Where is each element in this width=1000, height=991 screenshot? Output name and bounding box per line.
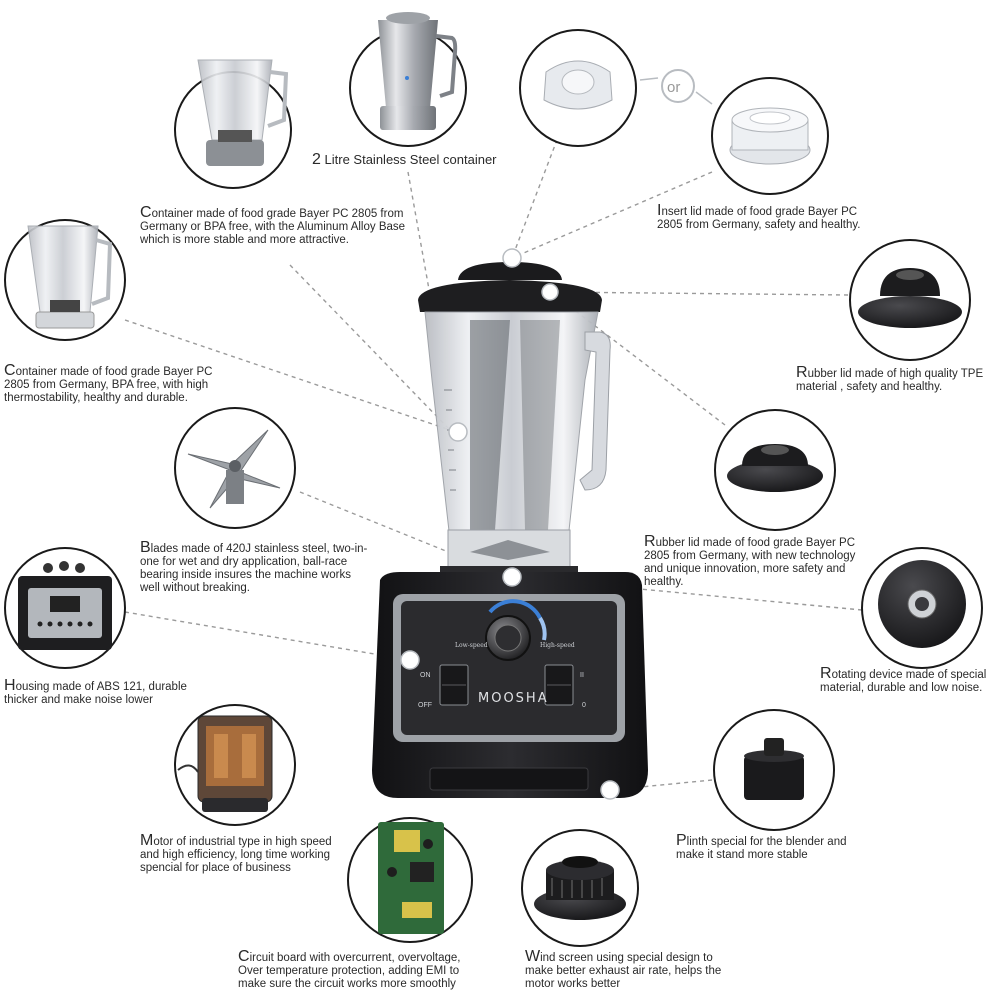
part-blades (174, 407, 296, 529)
caption-container-aluminum: Container made of food grade Bayer PC 28… (140, 204, 406, 247)
part-housing (4, 547, 126, 669)
jar-measure-ticks (444, 389, 456, 491)
leader-line-rotating (511, 576, 863, 611)
caption-plinth: Plinth special for the blender and make … (676, 832, 847, 862)
part-motor (174, 704, 296, 826)
caption-container-bpa: Container made of food grade Bayer PC 28… (4, 362, 213, 405)
leader-line-blades (299, 491, 511, 578)
off-label: OFF (418, 702, 432, 709)
part-container-aluminum (174, 59, 292, 189)
caption-motor: Motor of industrial type in high speed a… (140, 832, 332, 875)
or-badge: or (639, 69, 713, 105)
part-insert-lid (711, 77, 829, 195)
caption-circuit-board: Circuit board with overcurrent, overvolt… (238, 948, 461, 991)
part-insert-lid-alt (519, 29, 637, 147)
callout-dots (400, 248, 620, 800)
speed-arc (488, 599, 547, 641)
part-circuit-board (347, 817, 473, 943)
main-blade-shape (470, 540, 550, 560)
caption-rubber-lid-tpe: Rubber lid made of high quality TPE mate… (796, 364, 984, 394)
leader-line-rubber-tpe (549, 291, 849, 296)
leader-line-container-aluminum (289, 264, 451, 431)
main-jar-inner-shadow-2 (520, 320, 560, 530)
main-jar-inner-shadow (470, 320, 510, 530)
leader-line-plinth (609, 779, 713, 791)
high-speed-label: High-speed (540, 642, 575, 649)
leader-line-container-bpa (124, 319, 451, 431)
speed-knob-cap (494, 624, 522, 652)
main-lid (458, 262, 562, 280)
caption-blades: Blades made of 420J stainless steel, two… (140, 539, 368, 595)
main-base-vent (429, 767, 589, 791)
part-stainless-container (349, 12, 467, 147)
caption-wind-screen: Wind screen using special design to make… (525, 948, 722, 991)
blender-main: Low-speed High-speed ON OFF II 0 MOOSHA (372, 248, 648, 800)
brand-logo: MOOSHA (478, 691, 549, 706)
leader-line-housing (124, 611, 411, 661)
caption-insert-lid: Insert lid made of food grade Bayer PC 2… (657, 202, 861, 232)
caption-rubber-lid-bayer: Rubber lid made of food grade Bayer PC 2… (644, 533, 856, 589)
part-rotating-device (861, 547, 983, 669)
caption-stainless-container: 2 Litre Stainless Steel container (312, 151, 497, 168)
main-lid-rim (418, 280, 602, 312)
part-plinth (713, 709, 835, 831)
or-text: or (667, 79, 680, 96)
part-rubber-lid-bayer (714, 409, 836, 531)
leader-line-stainless (407, 171, 431, 296)
part-wind-screen (521, 829, 639, 947)
leader-lines (124, 131, 863, 791)
on-label: ON (420, 672, 431, 679)
pause-label: II (580, 672, 584, 679)
main-jar-handle (579, 331, 611, 491)
part-container-bpa (4, 219, 126, 341)
leader-line-insert-lid-top (511, 131, 561, 259)
caption-housing: Housing made of ABS 121, durable thicker… (4, 677, 187, 707)
zero-label: 0 (582, 702, 586, 709)
part-rubber-lid-tpe (849, 239, 971, 361)
low-speed-label: Low-speed (455, 642, 488, 649)
caption-rotating-device: Rotating device made of special material… (820, 665, 987, 695)
